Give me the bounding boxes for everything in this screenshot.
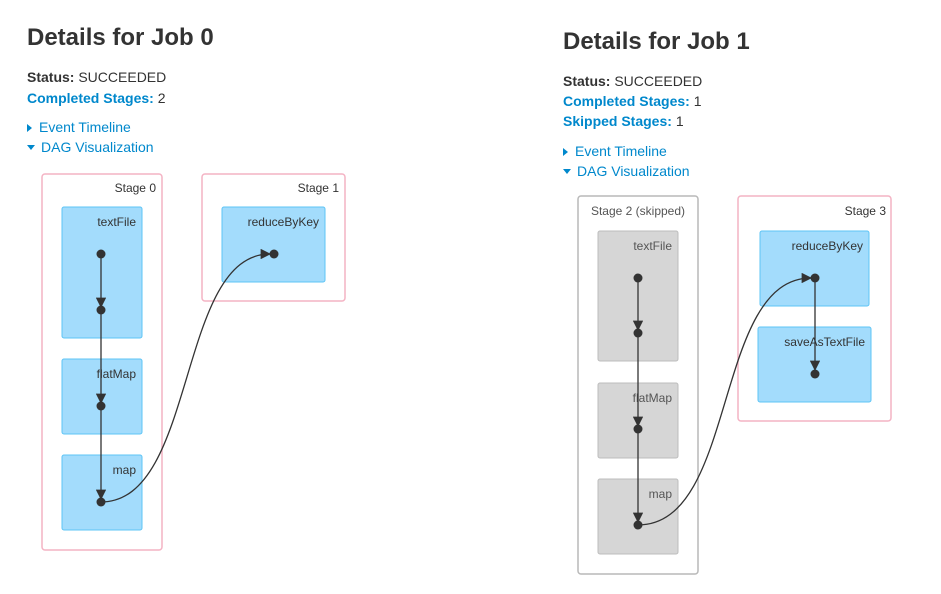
op-map-label: map: [649, 487, 673, 501]
job-1-title: Details for Job 1: [563, 28, 750, 55]
job-0-title: Details for Job 0: [27, 24, 214, 51]
stage-3-label: Stage 3: [845, 204, 887, 218]
job-0-completed-stages: Completed Stages: 2: [27, 90, 166, 106]
op-textfile-label: textFile: [633, 239, 672, 253]
status-label: Status:: [27, 69, 75, 85]
dag-edge: [637, 272, 813, 526]
event-timeline-toggle[interactable]: Event Timeline: [563, 143, 667, 159]
event-timeline-label: Event Timeline: [39, 119, 131, 135]
op-reducebykey-label: reduceByKey: [248, 215, 319, 229]
caret-down-icon: [563, 169, 571, 174]
rdd-node[interactable]: [96, 401, 106, 411]
op-reducebykey-label: reduceByKey: [792, 239, 863, 253]
rdd-node[interactable]: [810, 369, 820, 379]
op-textfile-label: textFile: [97, 215, 136, 229]
stage-0-label: Stage 0: [115, 181, 157, 195]
stage-0-cluster[interactable]: Stage 0 textFile flatMap map: [41, 173, 163, 551]
rdd-node[interactable]: [633, 328, 643, 338]
stage-1-label: Stage 1: [298, 181, 340, 195]
caret-down-icon: [27, 145, 35, 150]
job-1-dag-graph: Stage 2 (skipped) textFile flatMap map S…: [577, 195, 892, 575]
rdd-node[interactable]: [633, 273, 643, 283]
rdd-node[interactable]: [633, 520, 643, 530]
rdd-node[interactable]: [633, 424, 643, 434]
status-label: Status:: [563, 73, 611, 89]
dag-visualization-toggle[interactable]: DAG Visualization: [27, 139, 154, 155]
skipped-stages-value: 1: [675, 113, 684, 129]
job-1-completed-stages: Completed Stages: 1: [563, 93, 702, 109]
event-timeline-toggle[interactable]: Event Timeline: [27, 119, 131, 135]
job-1-status: Status: SUCCEEDED: [563, 73, 702, 89]
dag-visualization-label: DAG Visualization: [41, 139, 154, 155]
op-saveastextfile-label: saveAsTextFile: [784, 335, 865, 349]
dag-visualization-toggle[interactable]: DAG Visualization: [563, 163, 690, 179]
rdd-node[interactable]: [269, 249, 279, 259]
rdd-node[interactable]: [810, 273, 820, 283]
status-value: SUCCEEDED: [78, 69, 167, 85]
job-0-status: Status: SUCCEEDED: [27, 69, 166, 85]
status-value: SUCCEEDED: [614, 73, 703, 89]
rdd-node[interactable]: [96, 497, 106, 507]
completed-stages-link[interactable]: Completed Stages:: [27, 90, 154, 106]
dag-visualization-label: DAG Visualization: [577, 163, 690, 179]
completed-stages-value: 2: [157, 90, 166, 106]
dag-edge: [100, 248, 272, 503]
job-1-panel: Details for Job 1 Status: SUCCEEDED Comp…: [563, 28, 903, 580]
event-timeline-label: Event Timeline: [575, 143, 667, 159]
job-0-dag-graph: Stage 0 textFile flatMap map Stage 1 red…: [41, 173, 346, 551]
rdd-node[interactable]: [96, 305, 106, 315]
op-textfile[interactable]: [61, 206, 143, 339]
op-reducebykey[interactable]: [221, 206, 326, 283]
job-0-panel: Details for Job 0 Status: SUCCEEDED Comp…: [27, 24, 357, 564]
caret-right-icon: [27, 124, 32, 132]
op-flatmap-label: flatMap: [633, 391, 673, 405]
caret-right-icon: [563, 148, 568, 156]
stage-2-label: Stage 2 (skipped): [591, 204, 685, 218]
completed-stages-value: 1: [693, 93, 702, 109]
op-map-label: map: [113, 463, 137, 477]
op-flatmap-label: flatMap: [97, 367, 137, 381]
stage-1-cluster[interactable]: Stage 1 reduceByKey: [201, 173, 346, 302]
job-1-skipped-stages: Skipped Stages: 1: [563, 113, 684, 129]
skipped-stages-link[interactable]: Skipped Stages:: [563, 113, 672, 129]
rdd-node[interactable]: [96, 249, 106, 259]
completed-stages-link[interactable]: Completed Stages:: [563, 93, 690, 109]
